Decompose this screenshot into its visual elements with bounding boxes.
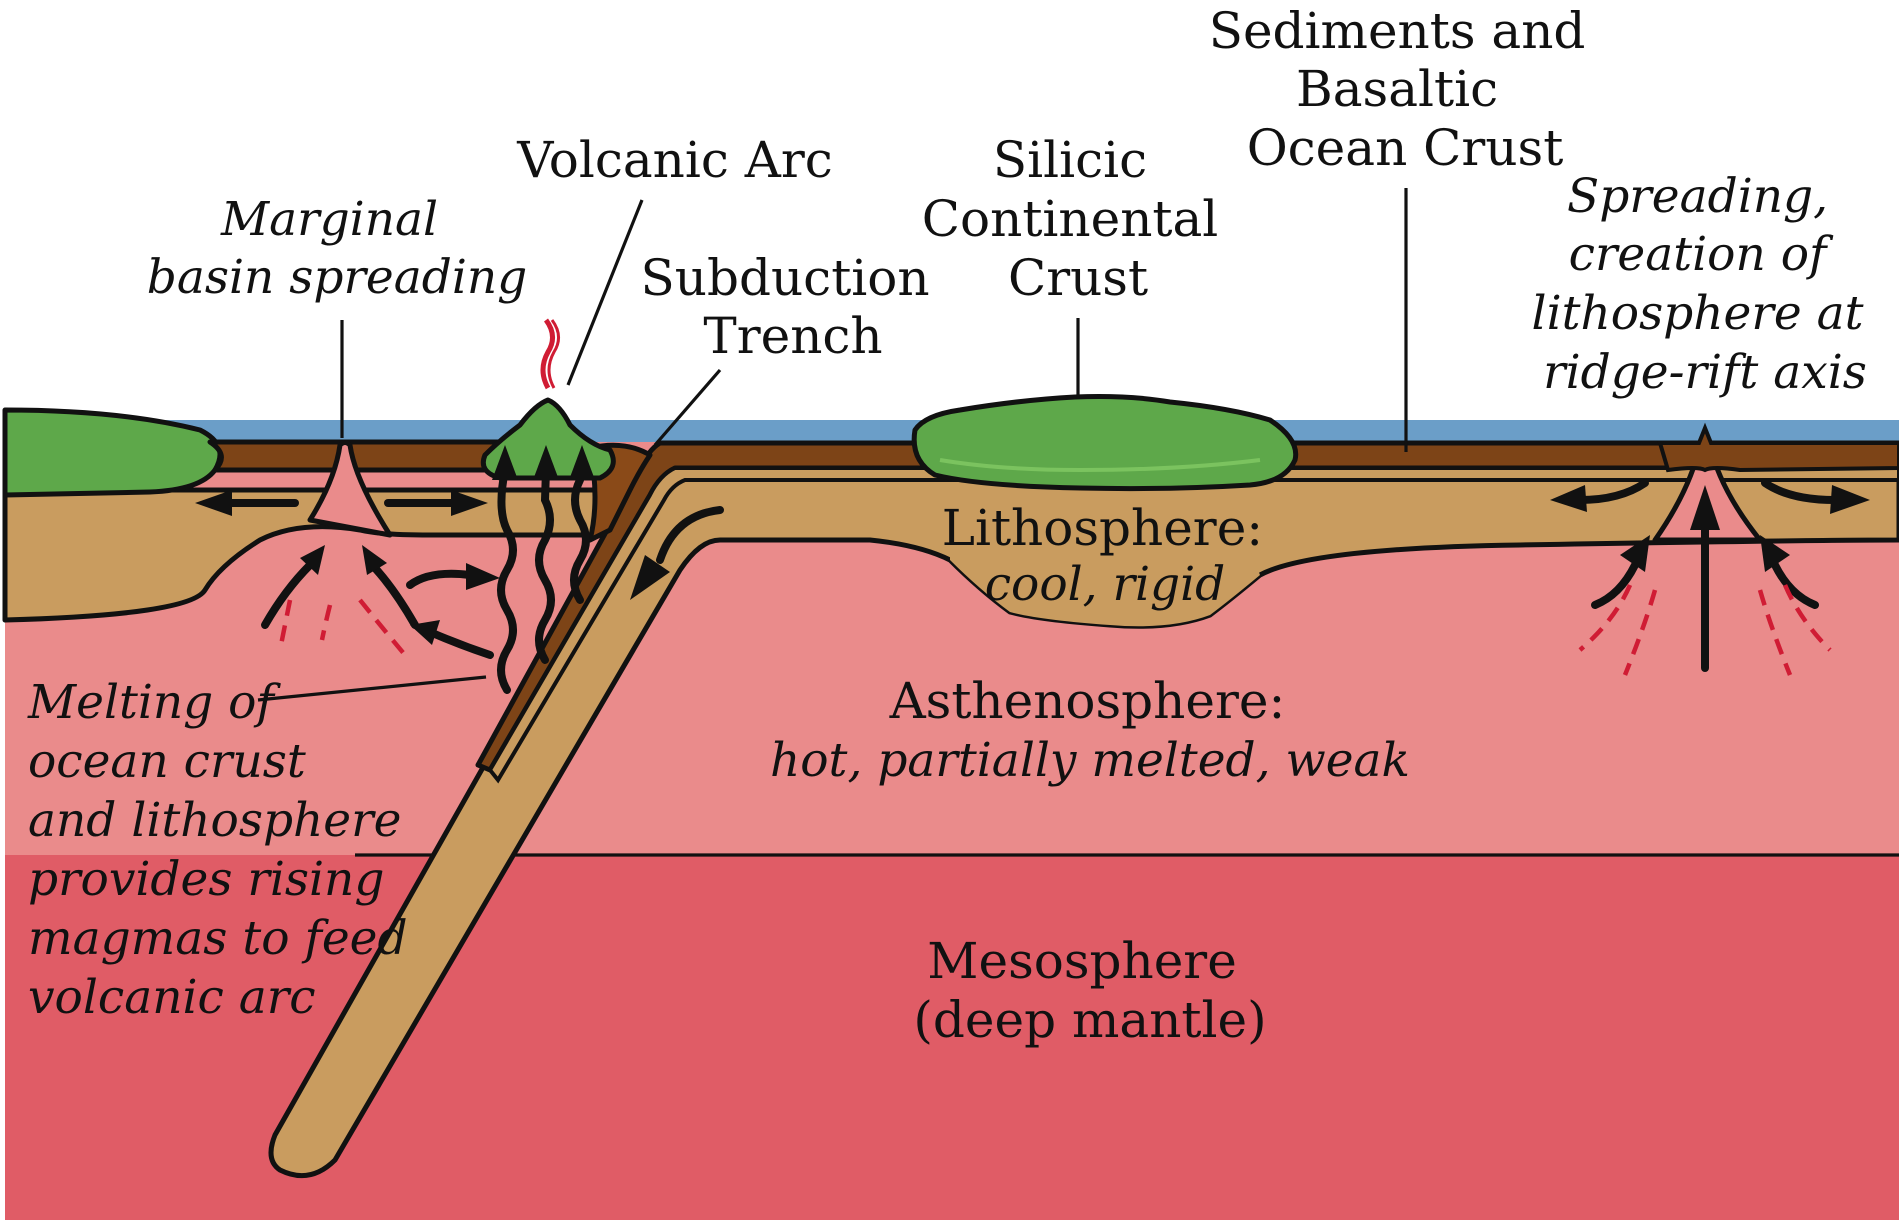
label-melting-line: ocean crust [28,734,306,789]
label-spreading: Spreading, creation of lithosphere at ri… [1532,169,1879,400]
label-spreading-line: lithosphere at [1532,286,1864,341]
label-sediments-line: Sediments and [1209,2,1586,60]
label-melting-line: volcanic arc [28,970,316,1025]
label-sediments: Sediments and Basaltic Ocean Crust [1209,2,1602,177]
sediment-left [210,442,510,470]
label-silicic-line: Continental [922,190,1219,248]
label-spreading-line: creation of [1569,227,1834,282]
label-subduction-line: Trench [703,307,882,365]
label-melting-line: provides rising [28,852,384,907]
label-melting-line: Melting of [27,675,281,730]
label-lithosphere-title: Lithosphere: [942,499,1263,557]
label-mesosphere: Mesosphere (deep mantle) [913,932,1266,1049]
label-spreading-line: ridge-rift axis [1543,345,1867,400]
label-sediments-line: Ocean Crust [1247,119,1564,177]
continental-crust-center [914,397,1296,489]
leader-volcanic-arc [568,200,642,385]
label-sediments-line: Basaltic [1296,60,1498,118]
label-subduction-line: Subduction [641,249,930,307]
label-marginal: Marginal basin spreading [147,192,527,305]
label-silicic-line: Crust [1008,249,1148,307]
label-volcanic-arc-line: Volcanic Arc [516,131,833,189]
label-mesosphere-line: Mesosphere [927,932,1237,990]
label-marginal-line: basin spreading [147,250,527,305]
label-spreading-line: Spreading, [1567,169,1828,224]
label-melting-line: magmas to feed [28,911,408,966]
label-lithosphere-desc: cool, rigid [985,557,1226,612]
label-lithosphere: Lithosphere: cool, rigid [942,499,1268,612]
label-mesosphere-line: (deep mantle) [913,991,1266,1049]
label-silicic-line: Silicic [993,131,1147,189]
label-asthenosphere-desc: hot, partially melted, weak [770,733,1410,788]
label-subduction: Subduction Trench [641,249,946,365]
label-marginal-line: Marginal [220,192,438,247]
label-melting-line: and lithosphere [28,793,401,848]
label-volcanic-arc: Volcanic Arc [516,131,833,189]
label-asthenosphere-title: Asthenosphere: [889,672,1286,730]
label-silicic: Silicic Continental Crust [922,131,1234,307]
